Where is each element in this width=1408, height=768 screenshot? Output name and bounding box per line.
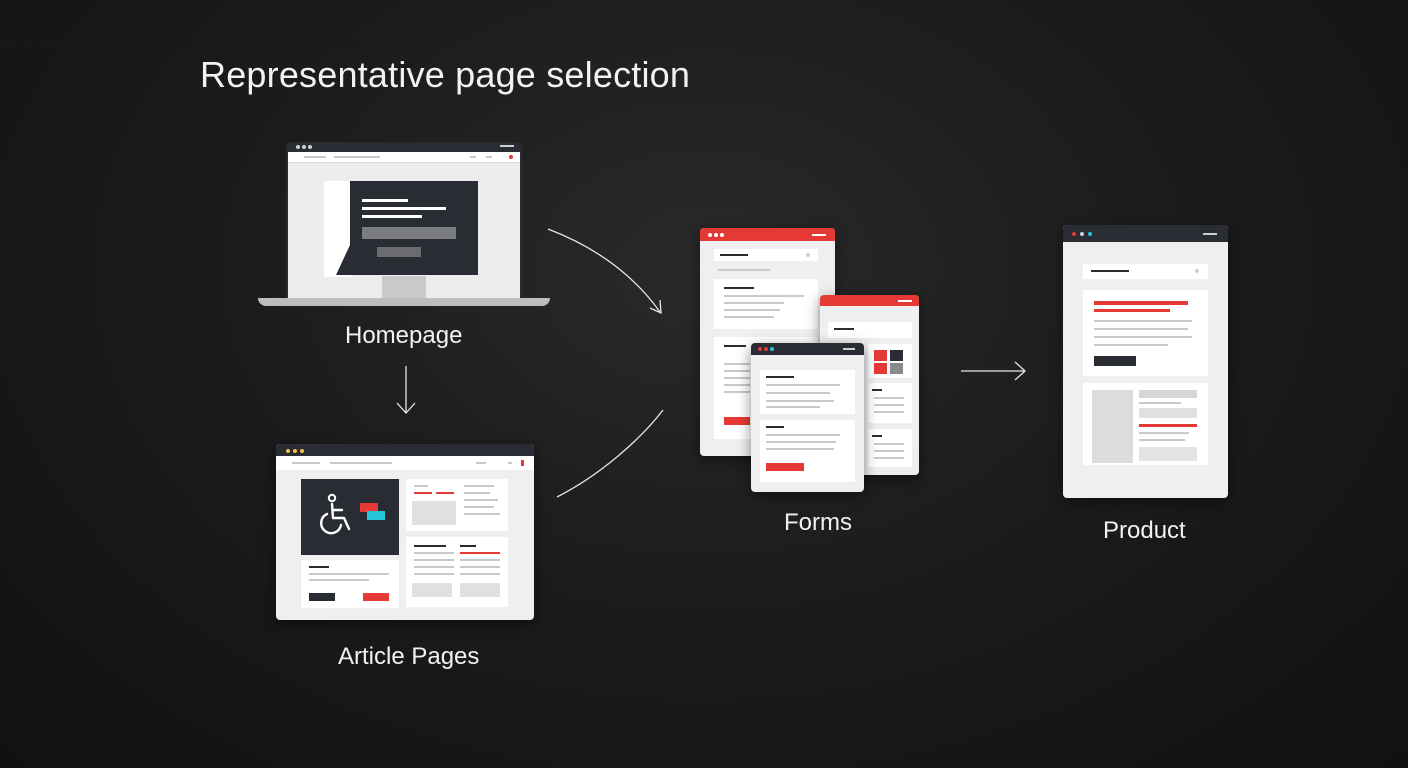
arrowhead-homepage-to-forms xyxy=(649,299,662,315)
label-homepage: Homepage xyxy=(345,322,463,349)
product-page-window xyxy=(1063,225,1228,498)
homepage-viewport xyxy=(288,152,520,298)
arrowhead-homepage-to-articles xyxy=(396,402,416,414)
article-navbar xyxy=(276,456,534,470)
arrow-homepage-to-forms xyxy=(547,228,661,313)
connector-articles-to-forms xyxy=(556,409,664,498)
product-image-placeholder xyxy=(1092,390,1133,463)
form-window-front xyxy=(751,343,864,492)
accessibility-icon xyxy=(320,493,351,535)
form-search-field xyxy=(714,249,818,261)
form-submit-button xyxy=(766,463,804,471)
homepage-laptop-illustration xyxy=(258,142,550,308)
form-submit-card xyxy=(760,420,855,482)
article-pages-window xyxy=(276,444,534,620)
red-tag xyxy=(360,503,378,512)
article-card-left xyxy=(301,560,399,608)
laptop-stand xyxy=(382,276,426,298)
hero-input-bar xyxy=(362,227,456,239)
article-card-top-right xyxy=(406,479,508,531)
label-product: Product xyxy=(1103,517,1186,544)
hero-banner xyxy=(336,181,478,275)
hero-heading xyxy=(362,199,408,202)
homepage-navbar xyxy=(288,152,520,163)
color-swatch-card xyxy=(868,344,912,378)
form-section-card xyxy=(714,279,818,329)
product-search-field xyxy=(1083,264,1208,279)
image-alt-text: Diagram showing representative page sele… xyxy=(0,40,363,51)
teal-tag xyxy=(367,511,385,520)
product-details-card xyxy=(1083,290,1208,376)
label-article-pages: Article Pages xyxy=(338,643,480,670)
browser-tabbar xyxy=(286,142,522,152)
product-media-card xyxy=(1083,383,1208,465)
hero-button xyxy=(377,247,421,257)
diagram-title: Representative page selection xyxy=(200,54,691,95)
label-forms: Forms xyxy=(784,509,852,536)
laptop-base xyxy=(258,298,550,306)
article-hero-image xyxy=(301,479,399,555)
arrowhead-forms-to-product xyxy=(1014,361,1026,381)
article-card-bottom-right xyxy=(406,537,508,607)
product-buy-button xyxy=(1094,356,1136,366)
